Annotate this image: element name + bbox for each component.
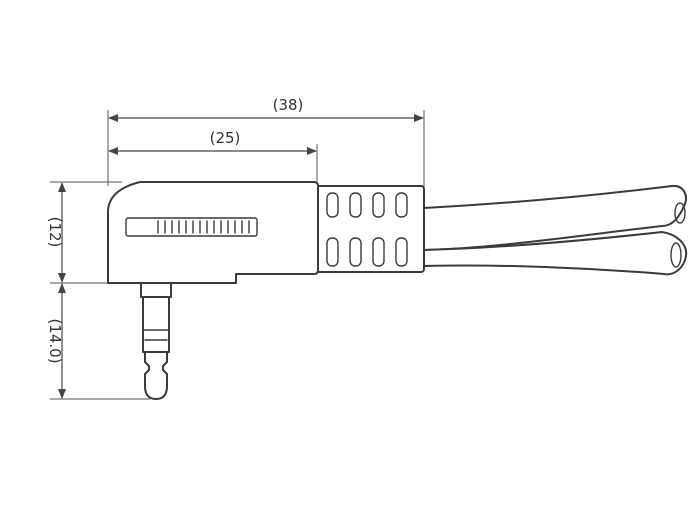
- boot-slot: [372, 192, 385, 218]
- plug: [140, 282, 172, 400]
- plug-sleeve: [142, 296, 170, 353]
- boot-slot: [395, 192, 408, 218]
- cable-end-cut-upper: [674, 202, 686, 224]
- plug-collar: [140, 282, 172, 298]
- body-outline: [107, 181, 319, 284]
- body-height-label: (12): [46, 217, 64, 248]
- cable-lower-strand: [423, 231, 688, 276]
- boot-slot: [326, 237, 339, 267]
- boot-slot: [349, 237, 362, 267]
- boot-slot: [349, 192, 362, 218]
- dimension-overall-length: (38): [108, 96, 424, 122]
- connector-body: [107, 181, 319, 284]
- plug-length-label: (14.0): [46, 318, 64, 363]
- dimension-body-height: (12): [46, 182, 66, 283]
- overall-length-label: (38): [273, 96, 304, 114]
- boot-slot: [326, 192, 339, 218]
- boot-slot: [395, 237, 408, 267]
- strain-relief-boot: [313, 185, 425, 273]
- grip-strip: [125, 217, 258, 237]
- body-length-label: (25): [210, 129, 241, 147]
- cable-end-cut-lower: [670, 242, 682, 268]
- cable: [423, 184, 688, 276]
- dimension-plug-length: (14.0): [46, 283, 66, 399]
- grip-ridges: [157, 220, 250, 234]
- plug-tip: [144, 351, 168, 400]
- boot-slot: [372, 237, 385, 267]
- dimension-body-length: (25): [108, 129, 317, 155]
